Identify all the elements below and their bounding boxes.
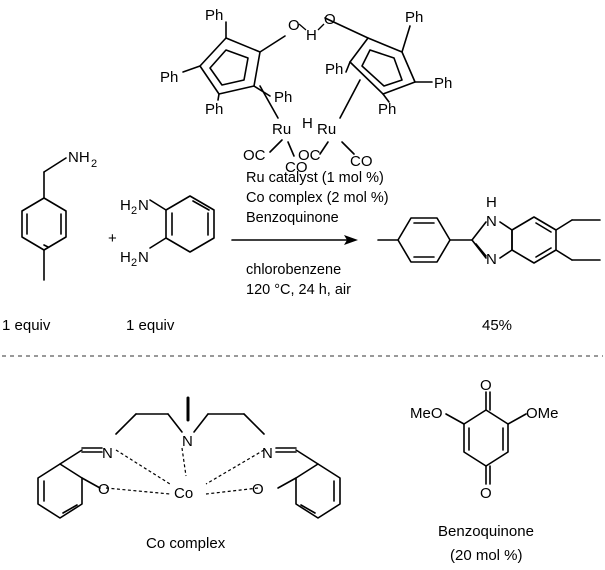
atom-label: 2 xyxy=(131,205,137,217)
atom-label: O xyxy=(324,11,336,28)
atom-label: H xyxy=(306,27,317,44)
product-fused-ring xyxy=(511,216,557,264)
product-yield: 45% xyxy=(482,317,512,334)
atom-label: H xyxy=(120,197,131,214)
atom-label: Ph xyxy=(205,101,223,118)
co-complex-structure: N N N Co O O Co complex xyxy=(37,396,341,552)
right-cp-inner xyxy=(361,49,403,87)
atom-label: H xyxy=(302,115,313,132)
atom-label: Ph xyxy=(378,101,396,118)
atom-label: O xyxy=(252,481,264,498)
product-benzimidazole: H N N 45% xyxy=(377,194,601,334)
benzoquinone-label: Benzoquinone xyxy=(438,523,534,540)
benzoquinone-amount: (20 mol %) xyxy=(450,547,523,564)
atom-label: OC xyxy=(243,147,266,164)
plus-sign: + xyxy=(108,230,117,247)
atom-label: Co xyxy=(174,485,193,502)
condition-temp-time: 120 °C, 24 h, air xyxy=(246,282,351,298)
condition-ru-catalyst: Ru catalyst (1 mol %) xyxy=(246,170,384,186)
atom-label: NH xyxy=(68,149,90,166)
atom-label: CO xyxy=(285,159,308,176)
ru-catalyst: Ph Ph Ph Ph O H O Ph Ph Ph Ph Ru H Ru OC… xyxy=(160,7,452,176)
atom-label: Ph xyxy=(205,7,223,24)
atom-label: H xyxy=(120,249,131,266)
atom-label: O xyxy=(480,485,492,502)
atom-label: Ru xyxy=(272,121,291,138)
benzoquinone-structure: O O MeO OMe Benzoquinone (20 mol %) xyxy=(410,377,559,564)
reactant-diamine: H 2 N H 2 N 1 equiv xyxy=(120,195,215,334)
atom-label: N xyxy=(138,249,149,266)
atom-label: CO xyxy=(350,153,373,170)
benzylamine-ring xyxy=(21,197,67,251)
atom-label: Ph xyxy=(405,9,423,26)
atom-label: N xyxy=(138,197,149,214)
condition-solvent: chlorobenzene xyxy=(246,262,341,278)
atom-label: Ph xyxy=(434,75,452,92)
reactant-benzylamine: NH 2 1 equiv xyxy=(2,149,97,334)
right-cp-ring xyxy=(349,37,416,95)
co-complex-label: Co complex xyxy=(146,535,226,552)
condition-benzoquinone: Benzoquinone xyxy=(246,210,339,226)
reaction-conditions: Ru catalyst (1 mol %) Co complex (2 mol … xyxy=(246,170,389,298)
reaction-arrow xyxy=(231,235,358,245)
atom-label: N xyxy=(486,213,497,230)
quinone-ring xyxy=(463,409,509,467)
atom-label: 2 xyxy=(131,257,137,269)
product-tolyl-ring xyxy=(397,217,451,263)
atom-label: OMe xyxy=(526,405,559,422)
atom-label: OC xyxy=(298,147,321,164)
equiv-label-1: 1 equiv xyxy=(2,317,51,334)
atom-label: Ph xyxy=(274,89,292,106)
atom-label: O xyxy=(288,17,300,34)
atom-label: N xyxy=(182,433,193,450)
atom-label: O xyxy=(98,481,110,498)
atom-label: Ru xyxy=(317,121,336,138)
condition-co-complex: Co complex (2 mol %) xyxy=(246,190,389,206)
equiv-label-2: 1 equiv xyxy=(126,317,175,334)
atom-label: MeO xyxy=(410,405,443,422)
atom-label: Ph xyxy=(325,61,343,78)
atom-label: N xyxy=(262,445,273,462)
atom-label: N xyxy=(486,251,497,268)
atom-label: Ph xyxy=(160,69,178,86)
atom-label: 2 xyxy=(91,158,97,170)
atom-label: H xyxy=(486,194,497,211)
diamine-ring xyxy=(165,195,215,253)
atom-label: O xyxy=(480,377,492,394)
left-cp-inner xyxy=(209,49,249,86)
left-cp-ring xyxy=(199,37,261,95)
atom-label: N xyxy=(102,445,113,462)
